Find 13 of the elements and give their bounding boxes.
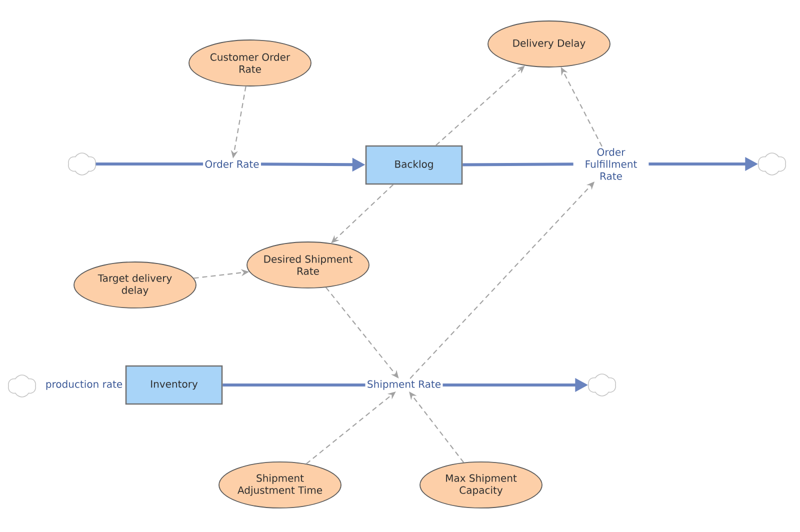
cloud <box>68 152 96 176</box>
flow-label: Shipment Rate <box>365 378 443 392</box>
flow-label: Order Fulfillment Rate <box>574 146 648 182</box>
pipe-line <box>462 162 574 166</box>
stock-box: Inventory <box>125 365 223 405</box>
cloud <box>588 374 616 396</box>
pipe-line <box>96 162 204 166</box>
pipe-line <box>222 383 366 386</box>
cloud <box>758 152 786 176</box>
flow-label: Order Rate <box>203 158 261 170</box>
flow-label: production rate <box>44 378 124 392</box>
stock-box: Backlog <box>365 145 463 185</box>
cloud <box>8 374 36 398</box>
